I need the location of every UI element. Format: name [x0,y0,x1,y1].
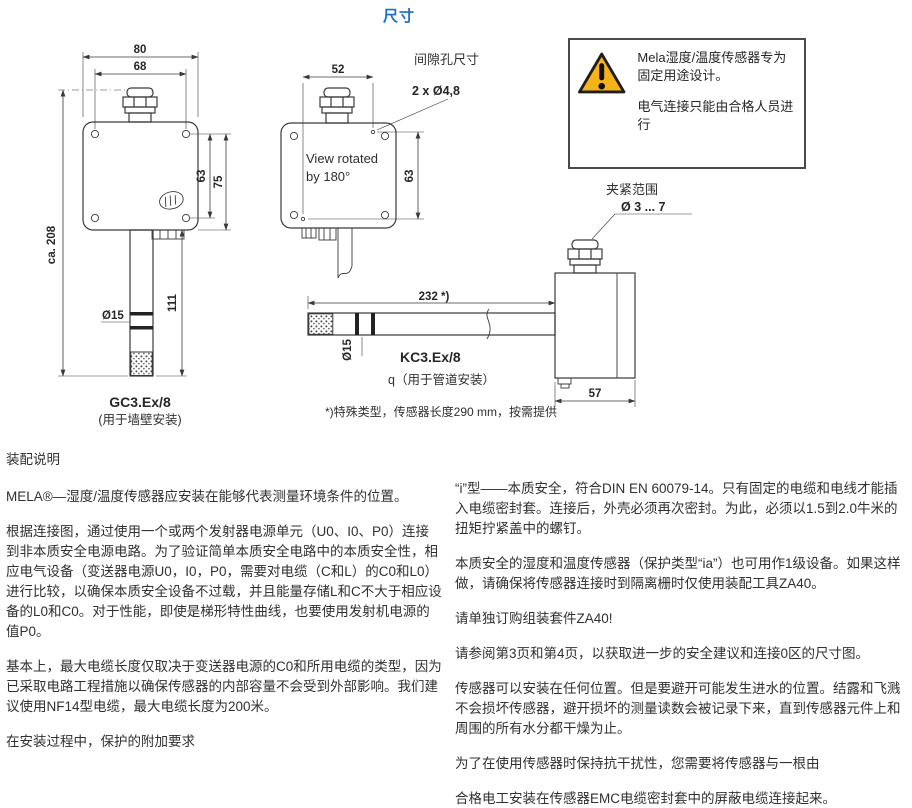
gc3-dim-diameter: Ø15 [102,310,124,322]
kc3-dim-232: 232 *) [419,291,450,303]
rotated-note-line2: by 180° [306,169,350,184]
gc3-probe [129,229,154,377]
gc3-screw-hole [90,213,100,223]
assembly-instructions-right-column: “i”型——本质安全，符合DIN EN 60079-14。只有固定的电缆和电线才… [455,479,907,808]
clearance-hole-label: 间隙孔尺寸 [414,52,479,67]
gc3-dim-68: 68 [134,61,147,73]
gc3-screw-hole [181,129,191,139]
kc3-filter-tip [308,313,334,335]
warning-text-line2: 电气连接只能由合格人员进行 [637,99,794,132]
warning-box: Mela湿度/温度传感器专为固定用途设计。 电气连接只能由合格人员进行 [568,38,806,169]
rotated-screw-hole [289,131,299,141]
gc3-housing [82,121,199,231]
kc3-housing [554,272,636,379]
dimension-drawings: 80 68 ca. 208 111 63 75 [46,44,692,427]
rotated-connector [301,227,353,279]
kc3-dim-57: 57 [589,388,602,400]
rotated-note-line1: View rotated [306,151,378,166]
warning-text: Mela湿度/温度传感器专为固定用途设计。 电气连接只能由合格人员进行 [637,49,797,147]
gc3-filter-tip [130,351,153,376]
gc3-connector [151,229,185,240]
clearance-hole [370,129,376,135]
page-title: 尺寸 [383,8,416,25]
kc3-model-label: KC3.Ex/8 [400,349,461,365]
kc3-drawing: 夹紧范围 Ø 3 ... 7 [307,182,692,419]
assembly-paragraph: 在安装过程中，保护的附加要求 [6,734,195,749]
special-type-footnote: *)特殊类型，传感器长度290 mm，按需提供 [325,404,557,419]
rotated-view-drawing: View rotated by 180° 52 63 间隙孔尺寸 2 x Ø4,… [280,52,479,279]
probe-break-symbol [486,308,491,340]
rotated-dimensions: 52 63 间隙孔尺寸 2 x Ø4,8 [302,52,479,220]
gc3-dim-63: 63 [196,170,208,183]
assembly-paragraph: 合格电工安装在传感器EMC电缆密封套中的屏蔽电缆连接起来。 [455,791,836,806]
rotated-dim-52: 52 [332,64,345,76]
rotated-screw-hole [380,210,390,220]
gc3-screw-hole [181,213,191,223]
gc3-dim-ca208: ca. 208 [46,225,58,264]
gc3-model-label: GC3.Ex/8 [109,394,171,410]
warning-triangle-icon [578,52,626,94]
kc3-dimensions: 232 *) Ø15 57 [307,290,636,407]
warning-text-line1: Mela湿度/温度传感器专为固定用途设计。 [637,50,787,83]
assembly-paragraph: 基本上，最大电缆长度仅取决于变送器电源的C0和所用电缆的类型，因为已采取电路工程… [6,659,442,714]
gc3-drawing: 80 68 ca. 208 111 63 75 [46,44,231,427]
assembly-paragraph: 请参阅第3页和第4页，以获取进一步的安全建议和连接0区的尺寸图。 [455,646,870,661]
assembly-instructions-left-column: 装配说明 MELA®—湿度/温度传感器应安装在能够代表测量环境条件的位置。 根据… [6,450,442,767]
kc3-bottom-plug [557,377,572,389]
clearance-hole [300,216,306,222]
rotated-screw-hole [289,210,299,220]
rotated-housing [280,122,397,229]
clamp-range-label: 夹紧范围 [606,182,658,197]
rotated-cable-gland [319,87,355,124]
gc3-dimensions: 80 68 ca. 208 111 63 75 [46,44,231,377]
assembly-paragraph: 请单独订购组装套件ZA40! [455,611,613,626]
rotated-dim-63: 63 [404,170,416,183]
brand-logo [159,191,184,210]
clearance-hole-dim: 2 x Ø4,8 [412,84,460,98]
assembly-paragraph: 为了在使用传感器时保持抗干扰性，您需要将传感器与一根由 [455,756,820,771]
gc3-caption: (用于墙壁安装) [98,412,181,427]
kc3-cable-gland [567,239,603,274]
assembly-paragraph: “i”型——本质安全，符合DIN EN 60079-14。只有固定的电缆和电线才… [455,481,898,536]
gc3-dim-80: 80 [134,44,147,56]
kc3-dim-diameter: Ø15 [342,339,354,361]
assembly-paragraph: MELA®—湿度/温度传感器应安装在能够代表测量环境条件的位置。 [6,489,408,504]
kc3-probe [307,308,556,340]
assembly-paragraph: 传感器可以安装在任何位置。但是要避开可能发生进水的位置。结露和飞溅不会损坏传感器… [455,681,901,736]
rotated-screw-hole [380,131,390,141]
assembly-paragraph: 本质安全的湿度和温度传感器（保护类型“ia”）也可用作1级设备。如果这样做，请确… [455,556,901,591]
assembly-heading: 装配说明 [6,452,60,467]
gc3-dim-75: 75 [213,175,225,188]
kc3-caption: q（用于管道安装） [388,372,495,387]
gc3-screw-hole [90,129,100,139]
assembly-paragraph: 根据连接图，通过使用一个或两个发射器电源单元（U0、I0、P0）连接到非本质安全… [6,524,442,639]
gc3-cable-gland [122,87,158,123]
clamp-range-dim: Ø 3 ... 7 [621,200,666,214]
gc3-dim-111: 111 [167,293,179,312]
